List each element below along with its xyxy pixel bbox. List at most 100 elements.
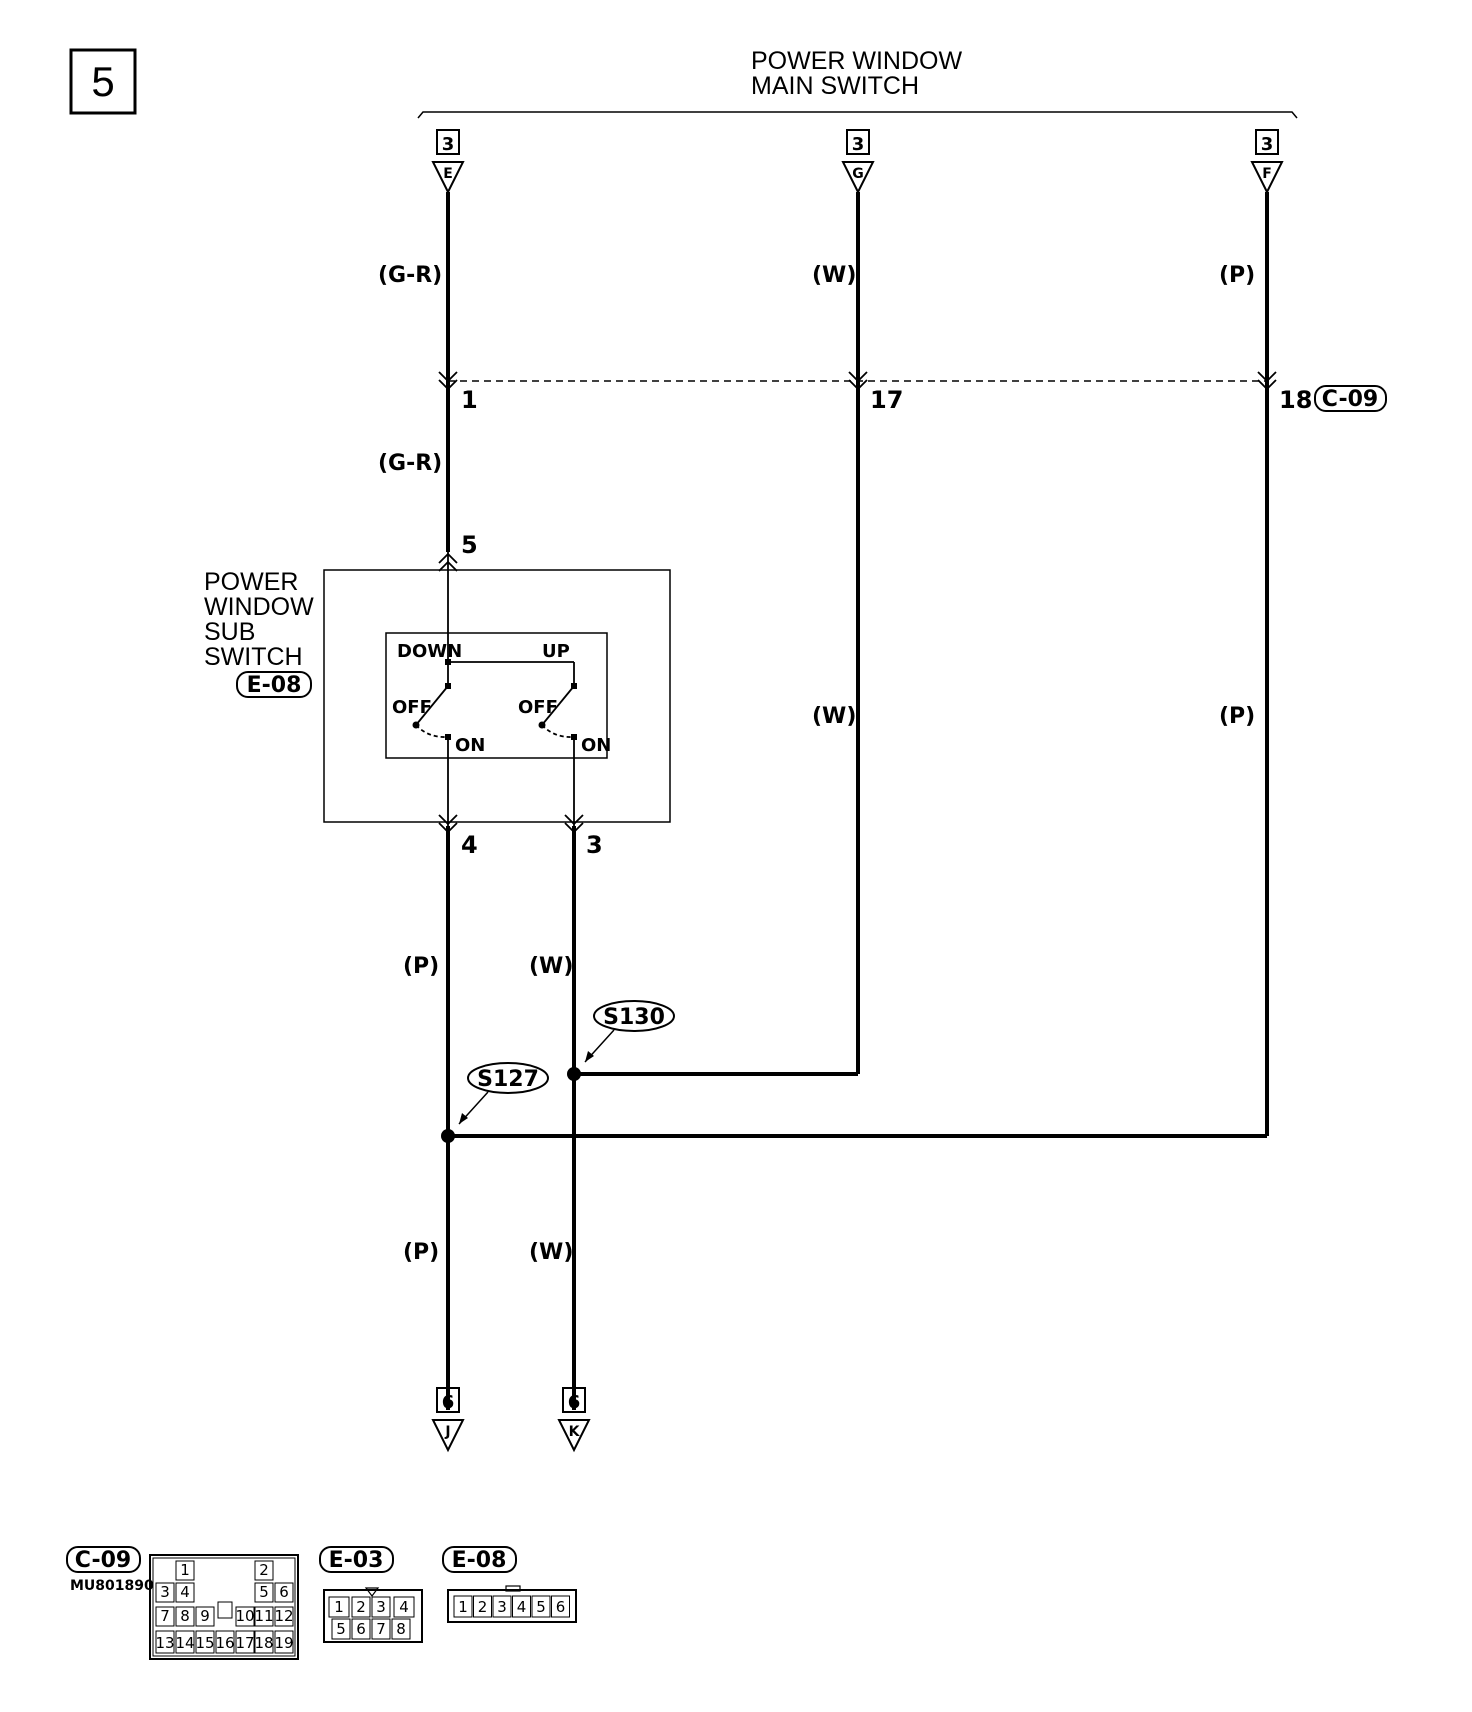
top-connector-f: 3 F — [1250, 129, 1284, 195]
e08-pin-2-label: 2 — [478, 1598, 488, 1616]
wire-color-left-upper: (G-R) — [378, 263, 442, 288]
main-switch-title-line1: POWER WINDOW — [751, 47, 962, 75]
e08-pin-3-label: 3 — [497, 1598, 507, 1616]
e03-pin-3-cell — [371, 1596, 391, 1618]
pin-3: 3 — [586, 831, 603, 859]
c09-pin-12-label: 12 — [274, 1607, 293, 1625]
c09-pin-5-cell — [254, 1582, 274, 1603]
c09-pin-19-cell — [274, 1630, 294, 1654]
e08-connector-tag: E-08 — [236, 671, 312, 698]
legend-e08-title: E-08 — [452, 1548, 507, 1573]
top-connector-e-letter: E — [443, 166, 453, 182]
e03-pin-5-label: 5 — [336, 1620, 346, 1638]
e03-pin-1-cell — [328, 1596, 350, 1618]
e08-pin-1-cell — [453, 1595, 473, 1618]
e08-pin-5-cell — [531, 1595, 551, 1618]
e08-pin-5-label: 5 — [536, 1598, 546, 1616]
wire-color-right-upper: (P) — [1219, 263, 1255, 288]
top-connector-f-letter: F — [1262, 166, 1272, 182]
e03-pin-8-label: 8 — [396, 1620, 406, 1638]
e08-pin-4-cell — [512, 1595, 531, 1618]
pin-17: 17 — [870, 386, 903, 414]
e08-pin-6-cell — [551, 1595, 570, 1618]
switch-label-on-down: ON — [455, 735, 485, 756]
bottom-connector-j: 6 J — [431, 1387, 465, 1453]
c09-pin-9-label: 9 — [200, 1607, 210, 1625]
main-switch-bracket — [417, 111, 1298, 119]
bottom-connector-j-letter: J — [444, 1424, 450, 1440]
c09-pin-13-cell — [155, 1630, 175, 1654]
e08-pin-2-cell — [473, 1595, 492, 1618]
c09-pin-16-label: 16 — [215, 1634, 234, 1652]
sub-switch-inner — [385, 632, 608, 759]
c09-pin-11-label: 11 — [254, 1607, 273, 1625]
legend-c09-title: C-09 — [75, 1548, 131, 1573]
pin-4-3-chevrons — [438, 814, 584, 834]
e03-pin-7-label: 7 — [376, 1620, 386, 1638]
e03-pin-3-label: 3 — [376, 1598, 386, 1616]
e08-pin-4-label: 4 — [517, 1598, 527, 1616]
switch-label-off-up: OFF — [518, 697, 558, 718]
pin-1: 1 — [461, 386, 478, 414]
e08-pin-6-label: 6 — [556, 1598, 566, 1616]
c09-pin-14-label: 14 — [175, 1634, 194, 1652]
wire-color-left-mid: (G-R) — [378, 451, 442, 476]
sub-switch-body — [323, 569, 671, 823]
top-connector-f-page: 3 — [1261, 134, 1274, 155]
c09-connector-label: C-09 — [1322, 387, 1378, 412]
wire-color-middle-upper: (W) — [812, 263, 856, 288]
wire-color-bottom-left: (P) — [403, 1240, 439, 1265]
c09-pin-13-label: 13 — [155, 1634, 174, 1652]
wire-color-right-lower: (P) — [1219, 704, 1255, 729]
wire-color-pin4: (P) — [403, 954, 439, 979]
c09-pin-17-cell — [235, 1630, 255, 1654]
e08-pin-1-label: 1 — [458, 1598, 468, 1616]
c09-pin-10-cell — [235, 1606, 255, 1627]
switch-blade-up — [541, 685, 575, 726]
c09-pin-8-label: 8 — [180, 1607, 190, 1625]
bottom-connector-j-page: 6 — [442, 1392, 455, 1413]
c09-chevrons — [438, 371, 1277, 391]
top-connector-g-page: 3 — [852, 134, 865, 155]
bottom-connector-k-page: 6 — [568, 1392, 581, 1413]
splice-s130-dot — [567, 1067, 581, 1081]
c09-pin-1-cell — [175, 1560, 195, 1581]
c09-pin-17-label: 17 — [235, 1634, 254, 1652]
top-connector-e: 3 E — [431, 129, 465, 195]
e03-pin-4-cell — [393, 1596, 415, 1618]
legend-e03-title: E-03 — [329, 1548, 384, 1573]
e03-pin-2-cell — [351, 1596, 371, 1618]
c09-pin-2-cell — [254, 1560, 274, 1581]
e03-pin-6-cell — [351, 1618, 371, 1640]
bottom-connector-k: 6 K — [557, 1387, 591, 1453]
switch-label-off-down: OFF — [392, 697, 432, 718]
wires — [446, 192, 1269, 1410]
e08-pin-3-cell — [492, 1595, 512, 1618]
c09-key-cell — [217, 1601, 233, 1619]
pin-4: 4 — [461, 831, 478, 859]
c09-pin-3-label: 3 — [160, 1583, 170, 1601]
switch-label-down: DOWN — [397, 641, 462, 662]
switch-contacts — [412, 659, 577, 740]
c09-pin-14-cell — [175, 1630, 195, 1654]
c09-pin-2-label: 2 — [259, 1561, 269, 1579]
c09-pin-4-cell — [175, 1582, 195, 1603]
splice-s127-label: S127 — [477, 1067, 539, 1092]
splice-s130: S130 — [584, 1000, 675, 1063]
c09-pin-10-label: 10 — [235, 1607, 254, 1625]
page-number: 5 — [91, 58, 114, 105]
c09-pin-18-cell — [254, 1630, 274, 1654]
c09-connector-tag: C-09 — [1314, 385, 1387, 412]
splice-s127-dot — [441, 1129, 455, 1143]
c09-pin-4-label: 4 — [180, 1583, 190, 1601]
e03-pin-6-label: 6 — [356, 1620, 366, 1638]
wire-color-pin3: (W) — [529, 954, 573, 979]
main-switch-title-line2: MAIN SWITCH — [751, 72, 919, 100]
switch-label-up: UP — [542, 641, 570, 662]
splice-s127: S127 — [458, 1062, 549, 1125]
bottom-connector-k-letter: K — [569, 1424, 581, 1440]
c09-pin-12-cell — [274, 1606, 294, 1627]
page-number-box: 5 — [69, 48, 137, 115]
